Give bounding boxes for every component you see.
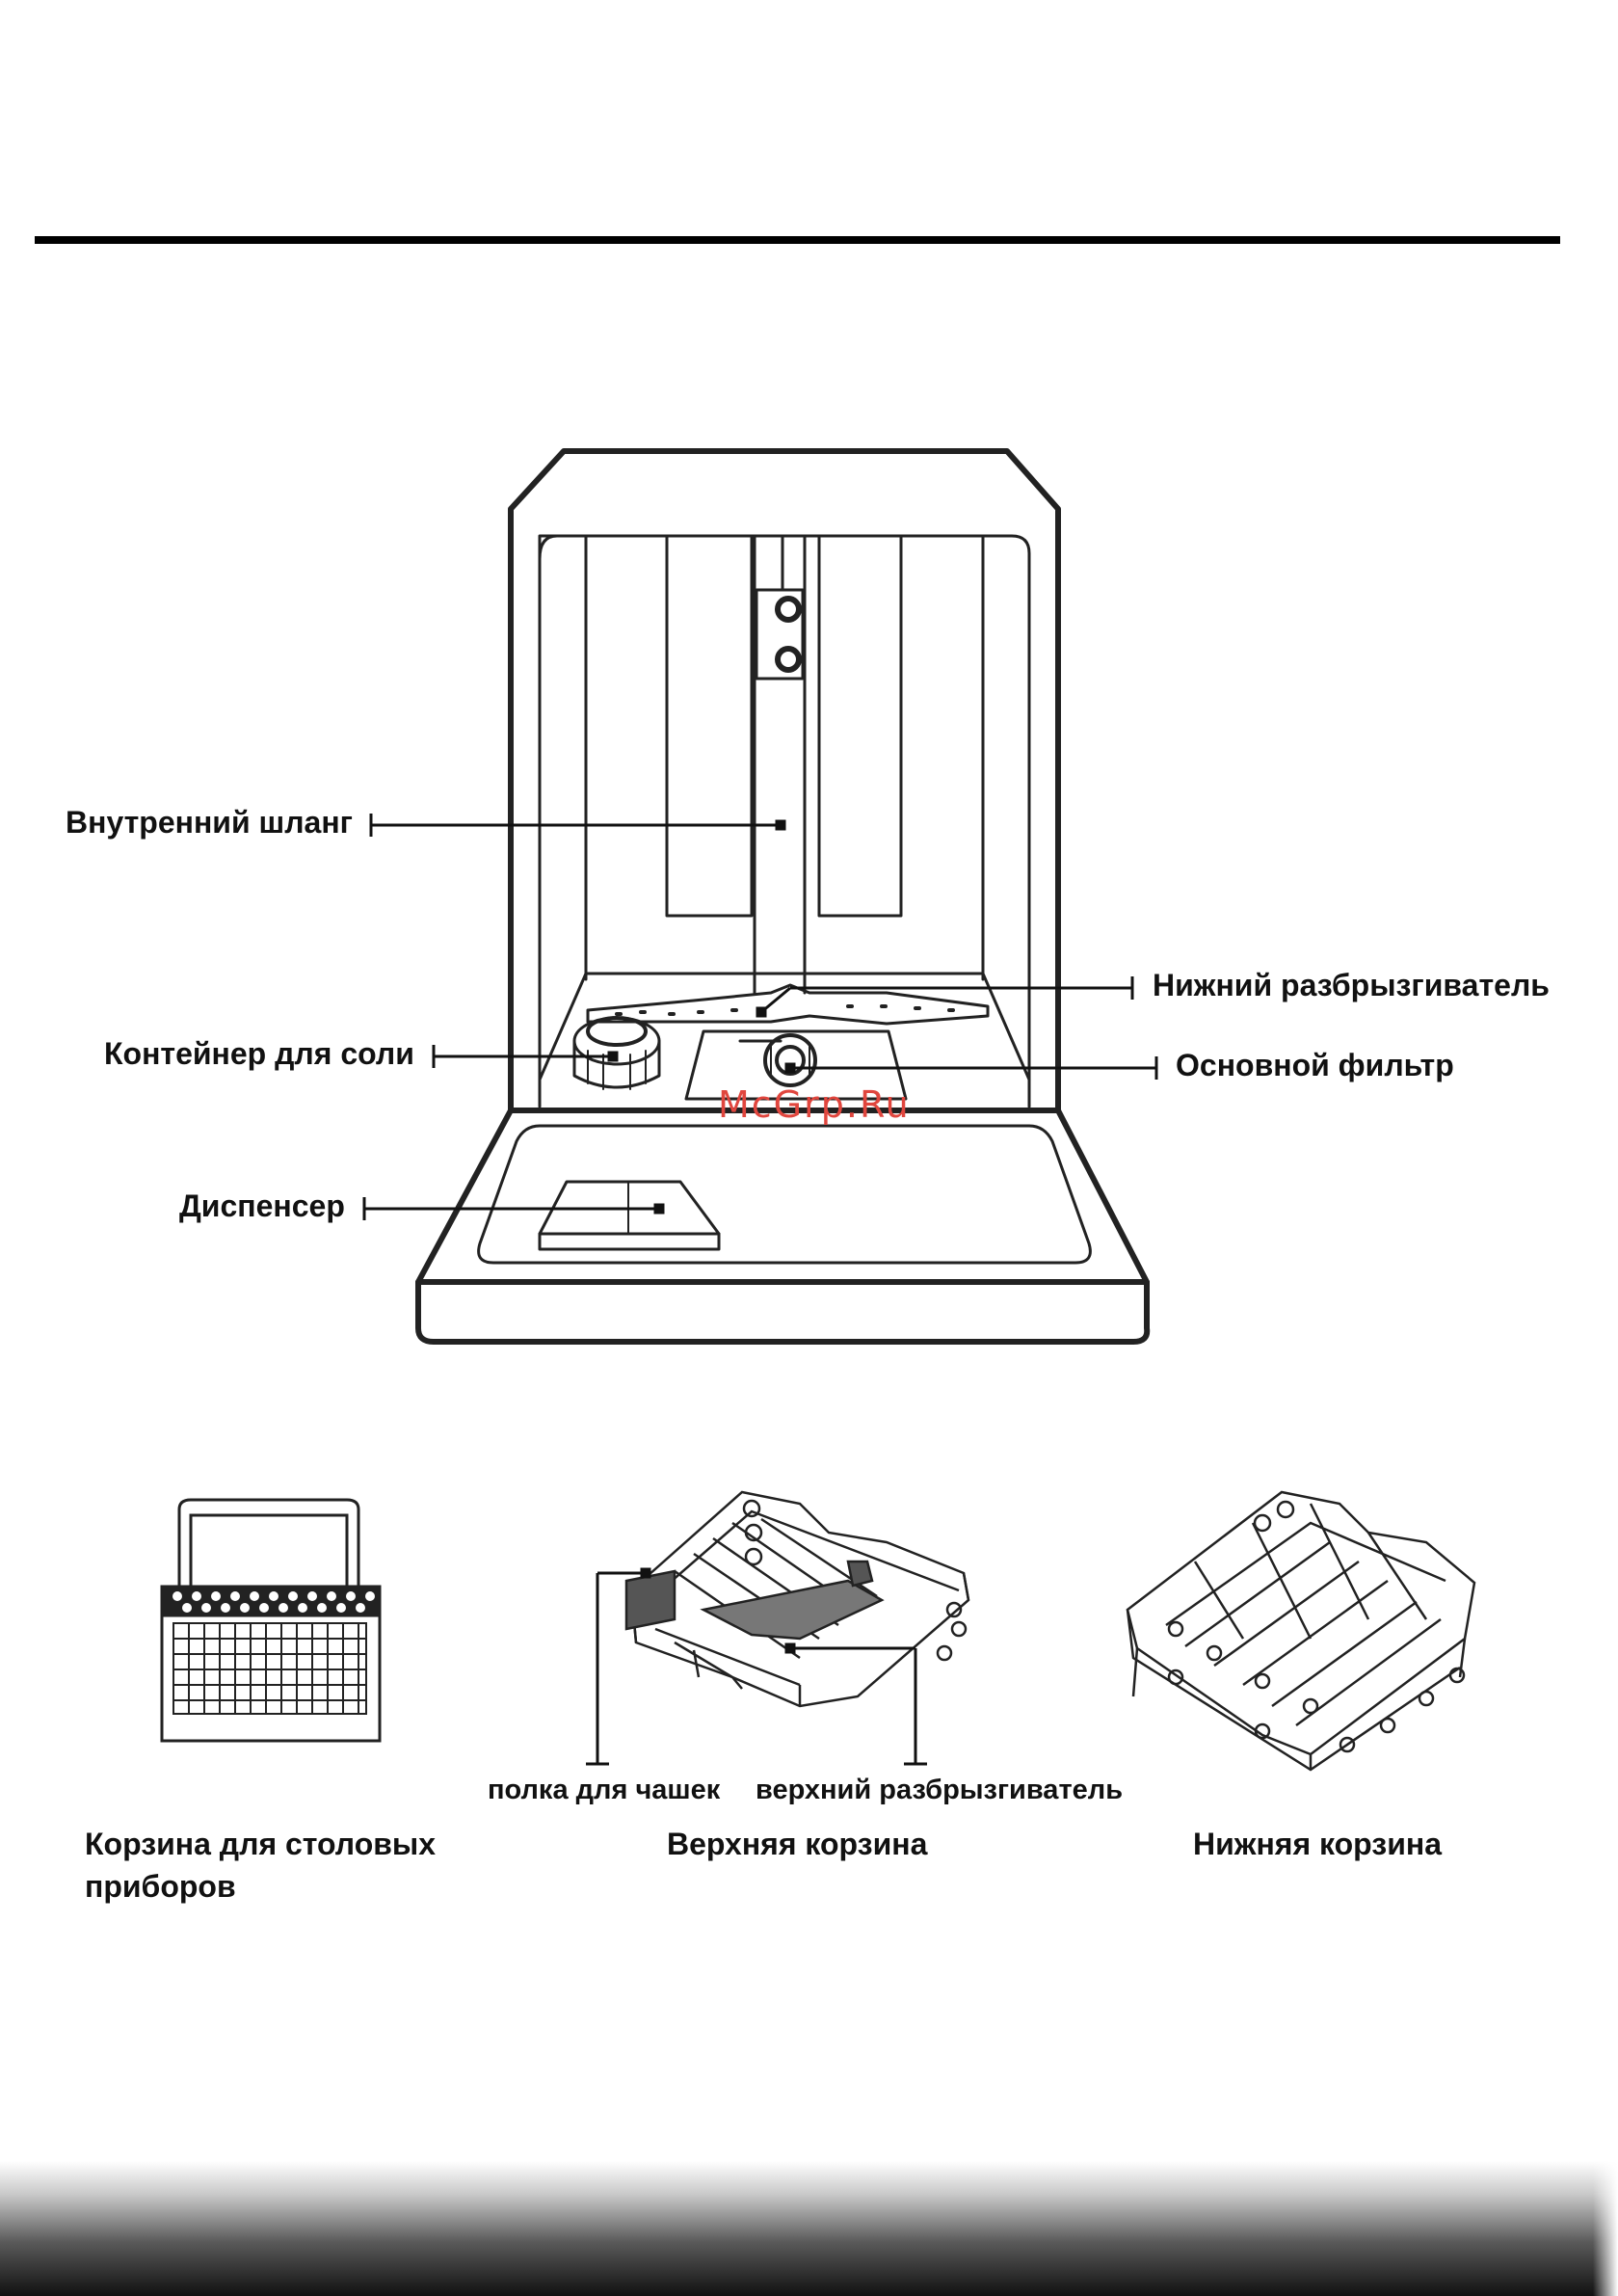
label-dispenser: Диспенсер <box>179 1186 345 1227</box>
upper-basket-drawing <box>626 1492 968 1706</box>
label-cutlery-basket-line1: Корзина для столовых <box>85 1824 436 1865</box>
label-cup-shelf: полка для чашек <box>488 1772 720 1809</box>
label-main-filter: Основной фильтр <box>1176 1045 1454 1086</box>
label-upper-basket: Верхняя корзина <box>667 1824 927 1865</box>
label-lower-spray-arm: Нижний разбрызгиватель <box>1153 965 1550 1006</box>
label-lower-basket: Нижняя корзина <box>1193 1824 1442 1865</box>
cutlery-basket-drawing <box>162 1500 380 1741</box>
dishwasher-cabinet <box>511 451 1058 1110</box>
inner-hose-tube <box>755 536 805 993</box>
label-inner-hose: Внутренний шланг <box>66 802 353 843</box>
label-salt-container: Контейнер для соли <box>104 1033 414 1075</box>
footer-gradient-bar <box>0 2161 1618 2296</box>
label-upper-spray-arm: верхний разбрызгиватель <box>756 1772 1123 1809</box>
lower-basket-drawing <box>1127 1492 1474 1770</box>
label-cutlery-basket-line2: приборов <box>85 1866 236 1908</box>
dishwasher-door <box>418 1110 1147 1342</box>
watermark: McGrp.Ru <box>718 1083 911 1126</box>
